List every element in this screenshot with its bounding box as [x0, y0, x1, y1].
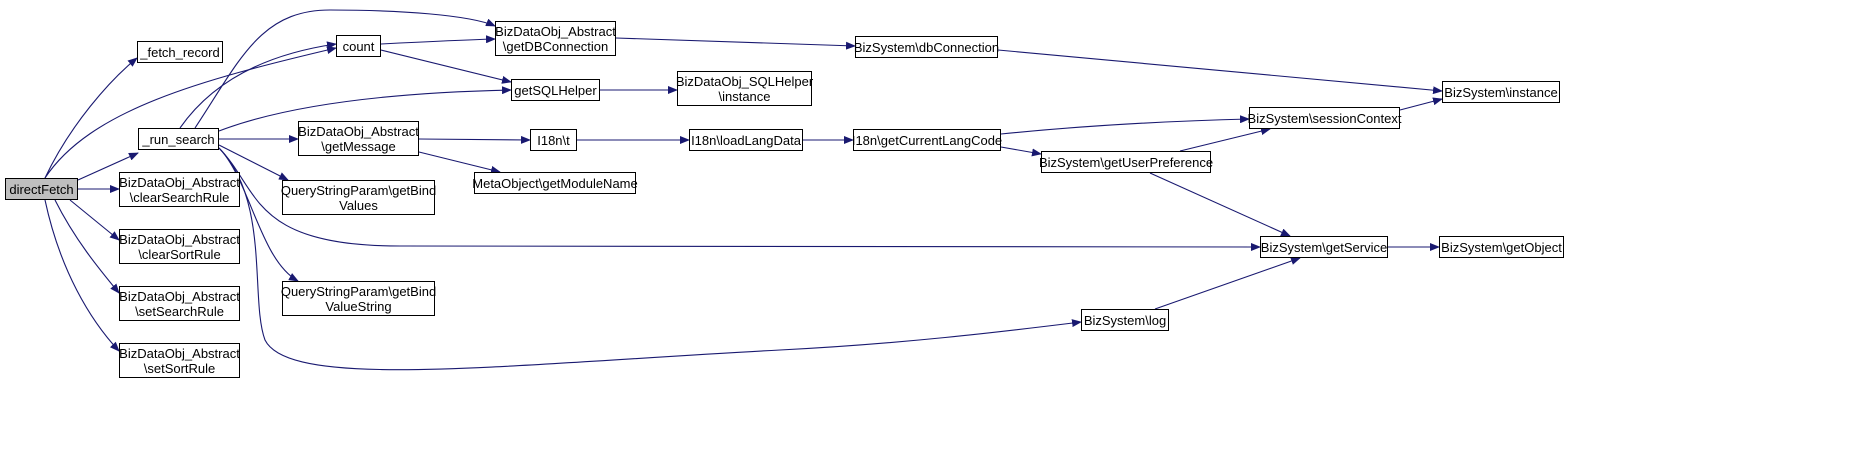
node-setSearchRule[interactable]: BizDataObj_Abstract \setSearchRule — [119, 286, 240, 321]
edge-run_search-to-getBindValueString — [218, 147, 299, 282]
edge-layer — [44, 9, 1443, 371]
node-label: BizSystem\log — [1083, 312, 1167, 328]
node-label: BizDataObj_Abstract \clearSortRule — [119, 231, 240, 262]
node-getModuleName[interactable]: MetaObject\getModuleName — [472, 172, 638, 194]
node-setSortRule[interactable]: BizDataObj_Abstract \setSortRule — [119, 343, 240, 378]
node-fetch_record[interactable]: _fetch_record — [137, 41, 223, 63]
node-clearSortRule[interactable]: BizDataObj_Abstract \clearSortRule — [119, 229, 240, 264]
edge-directFetch-to-count — [44, 46, 337, 179]
node-i18n_t[interactable]: I18n\t — [530, 129, 577, 151]
node-getBindValues[interactable]: QueryStringParam\getBind Values — [280, 180, 437, 215]
edge-directFetch-to-clearSortRule — [69, 199, 120, 241]
node-label: BizDataObj_Abstract \setSortRule — [119, 345, 240, 376]
node-label: BizSystem\getUserPreference — [1038, 154, 1214, 170]
node-label: I18n\t — [537, 132, 570, 148]
node-getBindValueString[interactable]: QueryStringParam\getBind ValueString — [280, 281, 437, 316]
edge-count-to-getSQLHelper — [380, 49, 512, 84]
edge-getMessage-to-i18n_t — [418, 135, 531, 144]
edge-getCurrentLangCode-to-getUserPreference — [1000, 146, 1042, 157]
node-label: BizSystem\getObject — [1441, 239, 1562, 255]
edge-directFetch-to-fetch_record — [44, 57, 138, 179]
edge-run_search-to-getBindValues — [218, 144, 289, 181]
node-label: count — [342, 38, 375, 54]
node-getDBConnection[interactable]: BizDataObj_Abstract \getDBConnection — [495, 21, 616, 56]
node-label: I18n\getCurrentLangCode — [851, 132, 1003, 148]
edge-run_search-to-log — [218, 147, 1082, 371]
node-sessionContext[interactable]: BizSystem\sessionContext — [1247, 107, 1402, 129]
node-label: MetaObject\getModuleName — [472, 175, 638, 191]
edge-getCurrentLangCode-to-sessionContext — [1000, 115, 1250, 135]
node-label: BizDataObj_Abstract \getDBConnection — [495, 23, 616, 54]
edge-dbConnection-to-instance — [997, 49, 1443, 95]
edge-run_search-to-getSQLHelper — [218, 86, 512, 132]
edge-run_search-to-count — [179, 41, 337, 129]
edge-getUserPreference-to-getService — [1149, 172, 1291, 237]
node-label: BizSystem\instance — [1444, 84, 1558, 100]
node-label: BizSystem\getService — [1260, 239, 1388, 255]
node-getCurrentLangCode[interactable]: I18n\getCurrentLangCode — [851, 129, 1003, 151]
edge-directFetch-to-setSearchRule — [54, 199, 120, 294]
node-label: _fetch_record — [140, 44, 220, 60]
node-label: _run_search — [142, 131, 215, 147]
node-label: QueryStringParam\getBind Values — [280, 182, 437, 213]
node-label: BizDataObj_Abstract \setSearchRule — [119, 288, 240, 319]
edge-sessionContext-to-instance — [1399, 97, 1443, 111]
edge-run_search-to-getDBConnection — [194, 9, 496, 129]
node-loadLangData[interactable]: I18n\loadLangData — [689, 129, 803, 151]
edge-log-to-getService — [1154, 257, 1301, 310]
node-label: QueryStringParam\getBind ValueString — [280, 283, 437, 314]
node-log[interactable]: BizSystem\log — [1081, 309, 1169, 331]
edge-getMessage-to-getModuleName — [418, 151, 501, 174]
node-run_search[interactable]: _run_search — [138, 128, 219, 150]
node-label: getSQLHelper — [514, 82, 597, 98]
node-dbConnection[interactable]: BizSystem\dbConnection — [853, 36, 1000, 58]
node-label: BizDataObj_Abstract \clearSearchRule — [119, 174, 240, 205]
node-label: I18n\loadLangData — [691, 132, 801, 148]
edge-directFetch-to-setSortRule — [44, 199, 120, 352]
node-getUserPreference[interactable]: BizSystem\getUserPreference — [1038, 151, 1214, 173]
node-label: BizDataObj_Abstract \getMessage — [298, 123, 419, 154]
edge-directFetch-to-run_search — [77, 152, 139, 181]
node-count[interactable]: count — [336, 35, 381, 57]
node-getMessage[interactable]: BizDataObj_Abstract \getMessage — [298, 121, 419, 156]
node-getObject[interactable]: BizSystem\getObject — [1439, 236, 1564, 258]
edge-run_search-to-getService — [218, 147, 1261, 251]
node-clearSearchRule[interactable]: BizDataObj_Abstract \clearSearchRule — [119, 172, 240, 207]
node-SQLHelper_instance[interactable]: BizDataObj_SQLHelper \instance — [675, 71, 814, 106]
node-label: BizSystem\dbConnection — [853, 39, 1000, 55]
node-label: BizSystem\sessionContext — [1247, 110, 1402, 126]
edge-getDBConnection-to-dbConnection — [615, 37, 856, 50]
node-getService[interactable]: BizSystem\getService — [1260, 236, 1388, 258]
node-instance[interactable]: BizSystem\instance — [1442, 81, 1560, 103]
node-directFetch[interactable]: directFetch — [5, 178, 78, 200]
node-label: directFetch — [9, 181, 74, 197]
node-getSQLHelper[interactable]: getSQLHelper — [511, 79, 600, 101]
edge-count-to-getDBConnection — [380, 35, 496, 45]
edge-getUserPreference-to-sessionContext — [1179, 127, 1271, 152]
node-label: BizDataObj_SQLHelper \instance — [675, 73, 814, 104]
